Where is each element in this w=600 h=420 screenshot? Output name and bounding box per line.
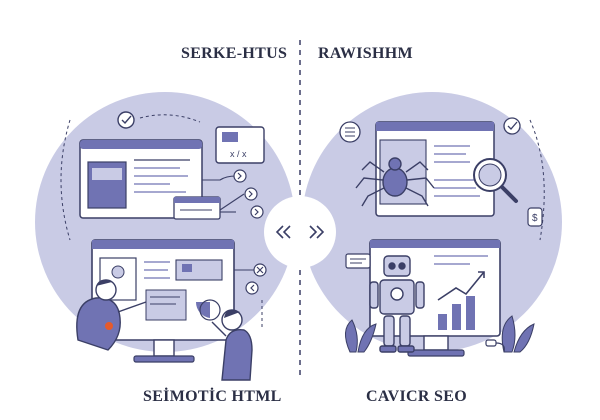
person-left <box>76 279 147 351</box>
list-circle-icon <box>339 121 361 143</box>
left-top-heading: SERKE-HTUS <box>181 45 288 62</box>
center-circle <box>264 196 336 268</box>
plant-right <box>501 315 535 353</box>
spider-icon <box>355 157 435 207</box>
small-address-window <box>173 196 221 220</box>
left-bottom-heading: SEİMOTİC HTML <box>143 388 282 405</box>
left-browser-window <box>79 139 203 219</box>
robot-icon <box>369 255 425 353</box>
dollar-tag-icon: $ <box>527 207 543 227</box>
chevrons-left-icon <box>275 225 291 239</box>
right-browser-window <box>375 121 495 217</box>
chat-bubble-icon <box>345 253 371 269</box>
right-top-heading: RAWISHHM <box>318 45 413 62</box>
left-monitor <box>91 239 235 363</box>
magnifier-icon <box>473 158 518 203</box>
svg-text:$: $ <box>532 213 538 224</box>
check-circle-icon-right <box>503 117 521 135</box>
plant-left <box>345 319 377 353</box>
cable-icon <box>485 339 505 353</box>
person-right <box>211 309 253 381</box>
right-bottom-heading: CAVICR SEO <box>366 388 467 405</box>
window-symbols: x / x <box>230 149 247 159</box>
check-circle-icon <box>117 111 135 129</box>
close-circle-icon <box>253 263 267 277</box>
back-circle-icon <box>245 281 259 295</box>
code-symbol-box: x / x <box>215 126 265 164</box>
arrow-circle-icon <box>233 169 264 219</box>
chevrons-right-icon <box>309 225 325 239</box>
